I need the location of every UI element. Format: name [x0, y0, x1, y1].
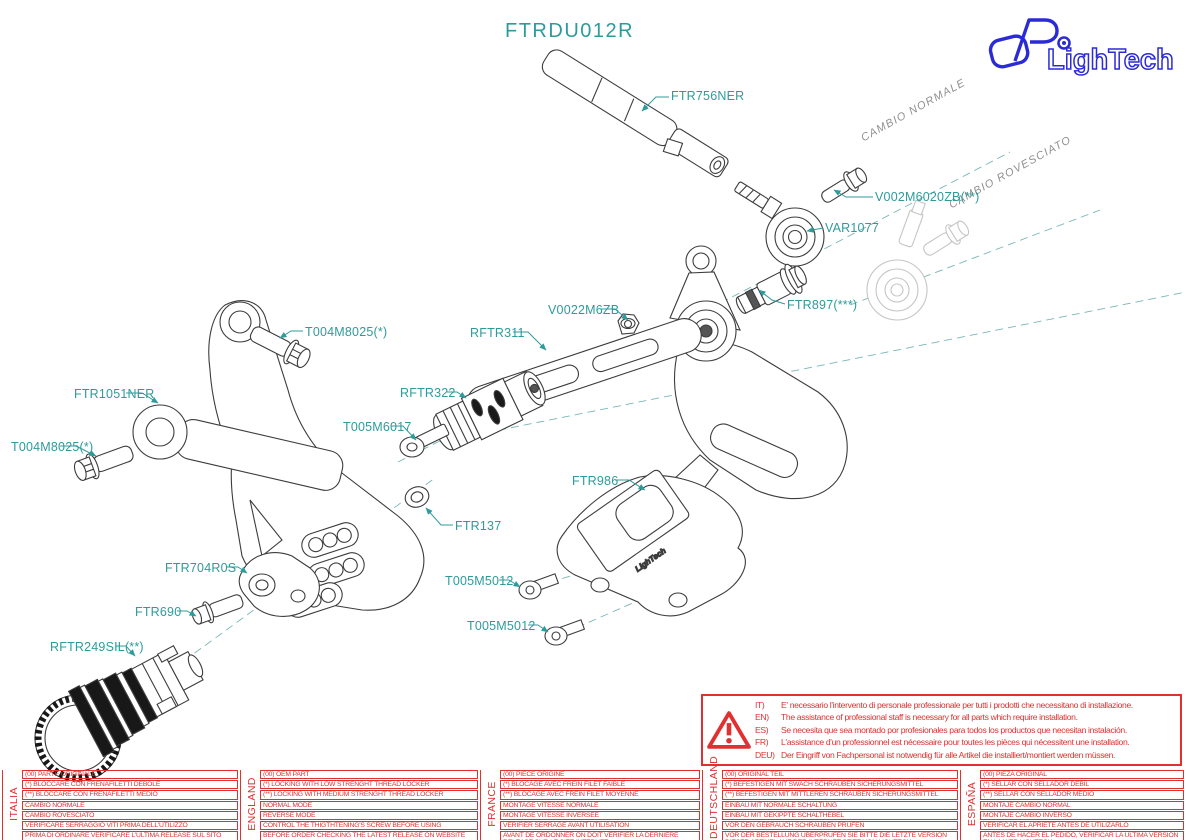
link-arm-drawing [132, 404, 344, 491]
legend-row: (*) BLOCAGE AVEC FREIN FILET FAIBLE [500, 780, 700, 790]
part-label-rftr249sil: RFTR249SIL(**) [50, 640, 144, 654]
legend-row: VERIFICARE SERRAGGIO VITI PRIMA DELL'UTI… [22, 820, 238, 831]
warning-line: The assistance of professional staff is … [781, 712, 1078, 723]
legend-language-label: ENGLAND [240, 770, 259, 840]
legend-row: (**) BEFESTIGEN MIT MITTLEREN SCHRAUBEN … [722, 790, 958, 800]
warning-triangle-icon [703, 708, 755, 752]
legend-table-italia: ITALIA (00) PARTE ORIGINALE (*) BLOCCARE… [2, 770, 238, 840]
legend-row: (00) ORIGINAL TEIL [722, 770, 958, 780]
legend-row: CAMBIO ROVESCIATO [22, 810, 238, 820]
legend-language-label: ITALIA [2, 770, 21, 840]
legend-row: VERIFICAR EL APRIETE ANTES DE UTILIZARLO [980, 820, 1184, 831]
part-label-ftr756ner: FTR756NER [671, 89, 745, 103]
rod-end-bearing-drawing [734, 181, 825, 267]
legend-row: (**) LOCKING WITH MEDIUM STRENGHT THREAD… [260, 790, 478, 800]
legend-row: (*) SELLAR CON SELLADOR DEBIL [980, 780, 1184, 790]
legend-row: MONTAJE CAMBIO INVERSO [980, 810, 1184, 820]
legend-row: (00) PIECE ORIGINE [500, 770, 700, 780]
diagram-title: FTRDU012R [505, 20, 635, 42]
legend-row: BEFORE ORDER CHECKING THE LATEST RELEASE… [260, 831, 478, 840]
part-label-ftr704r0s: FTR704R0S [165, 561, 237, 575]
legend-table-espana: ESPAÑA (00) PIEZA ORIGINAL (*) SELLAR CO… [960, 770, 1184, 840]
warning-line: Der Eingriff von Fachpersonal ist notwen… [781, 749, 1116, 760]
legend-row: (**) SELLAR CON SELLADOR MEDIO [980, 790, 1184, 800]
installation-warning-box: IT) E' necessario l'intervento di persona… [701, 694, 1182, 766]
legend-row: CAMBIO NORMALE [22, 800, 238, 810]
legend-row: AVANT DE ORDONNER ON DOIT VÉRIFIER LA DE… [500, 831, 700, 840]
hex-nut-drawing [617, 313, 640, 335]
washer-drawing [404, 486, 430, 508]
legend-table-france: FRANCE (00) PIECE ORIGINE (*) BLOCAGE AV… [480, 770, 700, 840]
legend-row: VERIFIER SERRAGE AVANT UTILISATION [500, 820, 700, 831]
legend-language-label: FRANCE [480, 770, 499, 840]
legend-row: MONTAJE CAMBIO NORMAL [980, 800, 1184, 810]
footpeg-drawing [34, 645, 204, 782]
legend-row: (*) BEFESTIGEN MIT SWACH SCHRAUBEN SICHE… [722, 780, 958, 790]
gear-rod-drawing [541, 49, 729, 178]
legend-row: (00) OEM PART [260, 770, 478, 780]
legend-row: VOR DEN GEBRAUCH SCHRAUBEN PRÜFEN [722, 820, 958, 831]
lightech-logo-text: LighTech [1047, 44, 1174, 76]
shift-bolt-drawing [821, 167, 868, 203]
warning-line: L'assistance d'un professionnel est néce… [781, 737, 1130, 748]
part-label-ftr897: FTR897(***) [787, 298, 858, 312]
part-label-rftr322: RFTR322 [400, 386, 456, 400]
legend-row: (*) LOCKING WITH LOW STRENGHT THREAD LOC… [260, 780, 478, 790]
part-label-ftr137: FTR137 [455, 519, 502, 533]
legend-row: (00) PARTE ORIGINALE [22, 770, 238, 780]
legend-row: ANTES DE HACER EL PEDIDO, VERIFICAR LA U… [980, 831, 1184, 840]
leader-lines [60, 96, 873, 657]
warning-text: IT) E' necessario l'intervento di persona… [755, 699, 1180, 761]
part-label-rftr311: RFTR311 [470, 326, 525, 340]
part-label-t005m6017: T005M6017 [343, 420, 412, 434]
part-label-v002m6020zb: V002M6020ZB(**) [875, 190, 980, 204]
lightech-logo: LighTech [985, 12, 1180, 78]
warning-line: E' necessario l'intervento di personale … [781, 699, 1133, 710]
part-label-ftr690: FTR690 [135, 605, 182, 619]
legend-row: REVERSE MODE [260, 810, 478, 820]
legend-row: PRIMA DI ORDINARE VERIFICARE L'ULTIMA RE… [22, 831, 238, 840]
part-label-ftr1051ner: FTR1051NER [74, 387, 155, 401]
warning-lang-code: DEU) [755, 749, 775, 760]
warning-lang-code: FR) [755, 737, 769, 748]
legend-row: NORMAL MODE [260, 800, 478, 810]
legend-row: VOR DER BESTELLUNG ÜBERPRÜFEN SIE BITTE … [722, 831, 958, 840]
peg-adapter-drawing [191, 552, 320, 625]
part-label-t005m5012-upper: T005M5012 [445, 574, 514, 588]
part-label-ftr986: FTR986 [572, 474, 619, 488]
legend-language-label: ESPAÑA [960, 770, 979, 840]
warning-lang-code: EN) [755, 712, 769, 723]
legend-table-england: ENGLAND (00) OEM PART (*) LOCKING WITH L… [240, 770, 478, 840]
legend-row: (**) BLOCCARE CON FRENAFILETTI MEDIO [22, 790, 238, 800]
flange-bolt-upper-drawing [249, 326, 311, 369]
part-label-var1077: VAR1077 [825, 221, 879, 235]
part-label-t004m8025-lower: T004M8025(*) [11, 440, 94, 454]
flange-bolt-lower-drawing [73, 445, 134, 481]
warning-line: Se necesita que sea montado por profesio… [781, 724, 1127, 735]
legend-row: (**) BLOCAGE AVEC FREIN FILET MOYENNE [500, 790, 700, 800]
legend-table-deutschland: DEUTSCHLAND (00) ORIGINAL TEIL (*) BEFES… [702, 756, 958, 840]
legend-row: EINBAU MIT NORMALE SCHALTUNG [722, 800, 958, 810]
legend-row: (00) PIEZA ORIGINAL [980, 770, 1184, 780]
legend-row: EINBAU MIT GEKIPPTE SCHALTHEBEL [722, 810, 958, 820]
pivot-bolt-drawing [735, 263, 807, 314]
part-label-v0022m6zb: V0022M6ZB [548, 303, 620, 317]
lever-carrier-drawing [659, 245, 848, 513]
legend-row: (*) BLOCCARE CON FRENAFILETTI DEBOLE [22, 780, 238, 790]
toe-peg-drawing [399, 370, 546, 458]
lightech-logo-monogram [988, 18, 1071, 69]
legend-row: MONTAGE VITESSE INVERSEE [500, 810, 700, 820]
warning-lang-code: ES) [755, 724, 769, 735]
legend-language-label: DEUTSCHLAND [702, 756, 721, 840]
legend-row: MONTAGE VITESSE NORMALE [500, 800, 700, 810]
legend-row: CONTROL THE THIGTHTENING'S SCREW BEFORE … [260, 820, 478, 831]
heel-guard-drawing: LighTech [518, 469, 746, 646]
warning-lang-code: IT) [755, 699, 765, 710]
ghost-reversed-parts-drawing [866, 199, 970, 321]
part-label-t005m5012-lower: T005M5012 [467, 619, 536, 633]
part-label-t004m8025-upper: T004M8025(*) [305, 325, 388, 339]
